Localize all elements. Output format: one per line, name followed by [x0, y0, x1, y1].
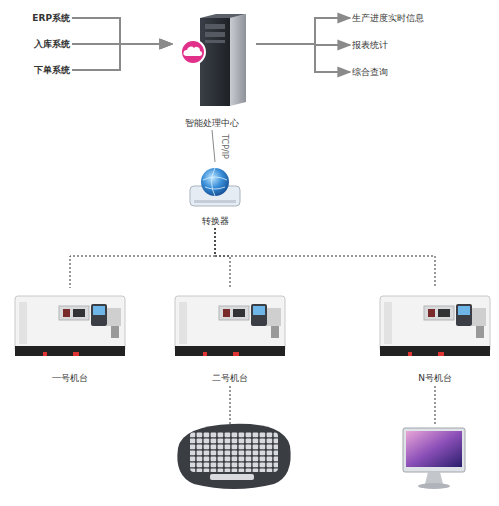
server-bay	[205, 24, 225, 29]
output-item: 综合查询	[352, 64, 492, 80]
monitor-screen	[406, 431, 462, 467]
converter-slot	[194, 200, 236, 203]
node-label: 综合查询	[352, 66, 388, 79]
machine-node: 一号机台	[10, 288, 130, 385]
keyboard-spacebar	[210, 474, 254, 480]
server-top	[200, 14, 246, 18]
keyboard-body	[177, 424, 290, 489]
node-label: 转换器	[202, 215, 229, 228]
node-label: 二号机台	[212, 372, 248, 385]
monitor-base	[418, 483, 450, 489]
machine-node: 二号机台	[170, 288, 290, 385]
node-label: 入库系统	[34, 38, 70, 51]
converter-node: 转换器	[180, 162, 250, 228]
server-bay	[205, 32, 225, 37]
cloud-badge	[181, 40, 205, 64]
node-label: ERP系统	[32, 12, 70, 25]
source-system: 下单系统	[10, 62, 70, 78]
cloud-symbol	[183, 47, 202, 56]
dotted-link	[70, 228, 215, 288]
cnc-machine	[380, 296, 490, 356]
connector	[212, 130, 215, 162]
machine-node: N号机台	[375, 288, 495, 385]
connector	[256, 18, 350, 44]
globe-symbol	[201, 168, 229, 196]
monitor-frame	[403, 428, 465, 472]
node-label: 下单系统	[34, 64, 70, 77]
dotted-link	[215, 228, 230, 288]
dotted-link	[215, 228, 435, 288]
cnc-machine	[15, 296, 125, 356]
connector	[72, 18, 172, 44]
source-system: 入库系统	[10, 36, 70, 52]
node-label: 智能处理中心	[185, 117, 239, 130]
connector	[256, 44, 350, 45]
server-node: 智能处理中心	[172, 12, 252, 130]
connector	[256, 44, 350, 72]
leader-line	[435, 386, 436, 426]
server-bay	[205, 40, 225, 43]
connector	[72, 44, 172, 70]
node-label: 报表统计	[352, 39, 388, 52]
output-item: 报表统计	[352, 37, 492, 53]
connector	[72, 43, 172, 45]
leader-line	[230, 386, 231, 424]
source-system: ERP系统	[10, 10, 70, 26]
protocol-label: TCP/IP	[220, 134, 229, 159]
node-label: 生产进度实时信息	[352, 12, 424, 25]
node-label: 一号机台	[52, 372, 88, 385]
keyboard-keys	[190, 432, 278, 472]
output-item: 生产进度实时信息	[352, 10, 492, 26]
monitor-stand	[425, 472, 443, 484]
globe-grid	[203, 168, 227, 196]
server-front	[200, 18, 230, 106]
server-side	[230, 14, 246, 106]
cnc-machine	[175, 296, 285, 356]
node-label: N号机台	[418, 372, 452, 385]
